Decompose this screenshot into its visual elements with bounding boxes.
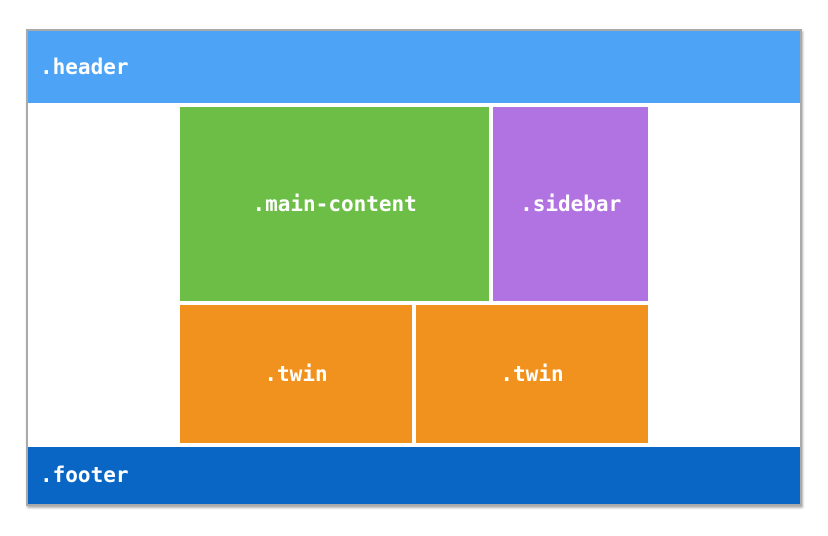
middle-area: .main-content .sidebar .twin .twin [28,103,800,447]
main-content-label: .main-content [252,191,417,216]
footer-region: .footer [28,447,800,504]
twin-label: .twin [264,361,328,386]
layout-demo-frame: .header .main-content .sidebar .twin .tw… [26,29,802,506]
header-label: .header [40,54,129,79]
twin-region: .twin [180,305,412,443]
main-content-region: .main-content [180,107,490,301]
footer-label: .footer [40,463,129,487]
header-region: .header [28,31,800,103]
twin-region: .twin [416,305,648,443]
twin-label: .twin [500,361,564,386]
content-row: .main-content .sidebar [180,107,648,301]
sidebar-region: .sidebar [493,107,648,301]
twins-row: .twin .twin [180,305,648,443]
sidebar-label: .sidebar [520,191,622,216]
